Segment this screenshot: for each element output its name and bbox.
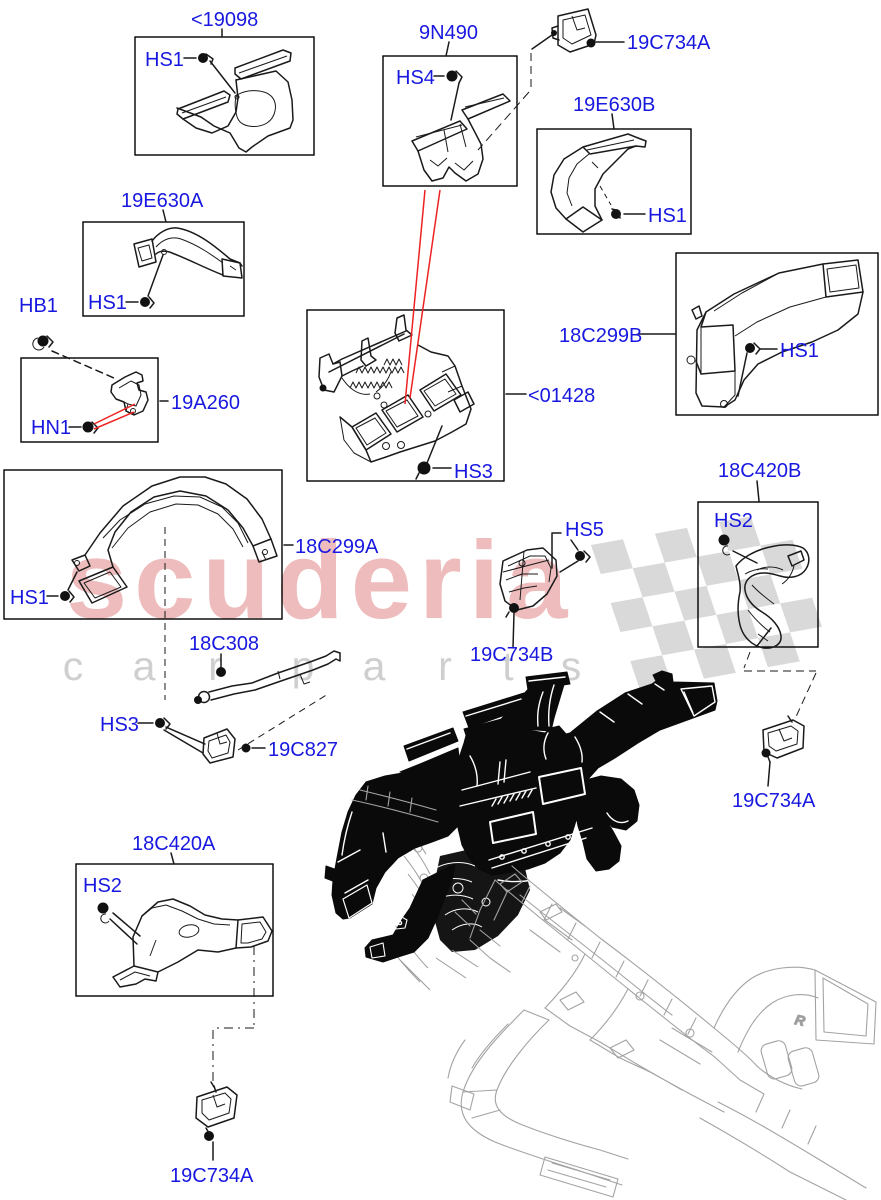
svg-text:HS1: HS1 <box>88 292 127 314</box>
svg-text:HS4: HS4 <box>396 67 435 89</box>
svg-text:<19098: <19098 <box>191 9 258 31</box>
svg-text:HN1: HN1 <box>31 417 71 439</box>
svg-text:p: p <box>292 643 315 689</box>
svg-text:HS2: HS2 <box>83 875 122 897</box>
svg-text:HS3: HS3 <box>100 714 139 736</box>
svg-text:HS5: HS5 <box>565 519 604 541</box>
svg-text:HS3: HS3 <box>454 461 493 483</box>
svg-text:r: r <box>208 643 222 689</box>
svg-text:18C420A: 18C420A <box>132 833 216 855</box>
svg-text:19C734B: 19C734B <box>470 644 553 666</box>
svg-text:HS1: HS1 <box>648 205 687 227</box>
svg-text:HS1: HS1 <box>780 340 819 362</box>
svg-text:18C308: 18C308 <box>189 633 259 655</box>
svg-text:19C827: 19C827 <box>268 739 338 761</box>
svg-text:HB1: HB1 <box>19 295 58 317</box>
svg-text:19C734A: 19C734A <box>170 1165 254 1187</box>
svg-text:R: R <box>793 1011 807 1029</box>
svg-text:19E630B: 19E630B <box>573 94 655 116</box>
svg-text:HS2: HS2 <box>714 510 753 532</box>
svg-text:r: r <box>438 643 452 689</box>
svg-text:t: t <box>502 643 514 689</box>
svg-text:18C299B: 18C299B <box>559 325 642 347</box>
svg-text:a: a <box>133 643 156 689</box>
svg-text:19C734A: 19C734A <box>627 32 711 54</box>
svg-text:HS1: HS1 <box>145 49 184 71</box>
svg-text:scuderia: scuderia <box>66 519 574 642</box>
svg-text:a: a <box>363 643 386 689</box>
svg-text:19E630A: 19E630A <box>121 190 204 212</box>
svg-text:9N490: 9N490 <box>419 22 478 44</box>
svg-text:18C420B: 18C420B <box>718 460 801 482</box>
svg-text:c: c <box>63 643 84 689</box>
svg-text:19C734A: 19C734A <box>732 790 816 812</box>
svg-text:19A260: 19A260 <box>171 392 240 414</box>
svg-text:HS1: HS1 <box>10 587 49 609</box>
svg-text:<01428: <01428 <box>528 385 595 407</box>
svg-text:18C299A: 18C299A <box>295 536 379 558</box>
